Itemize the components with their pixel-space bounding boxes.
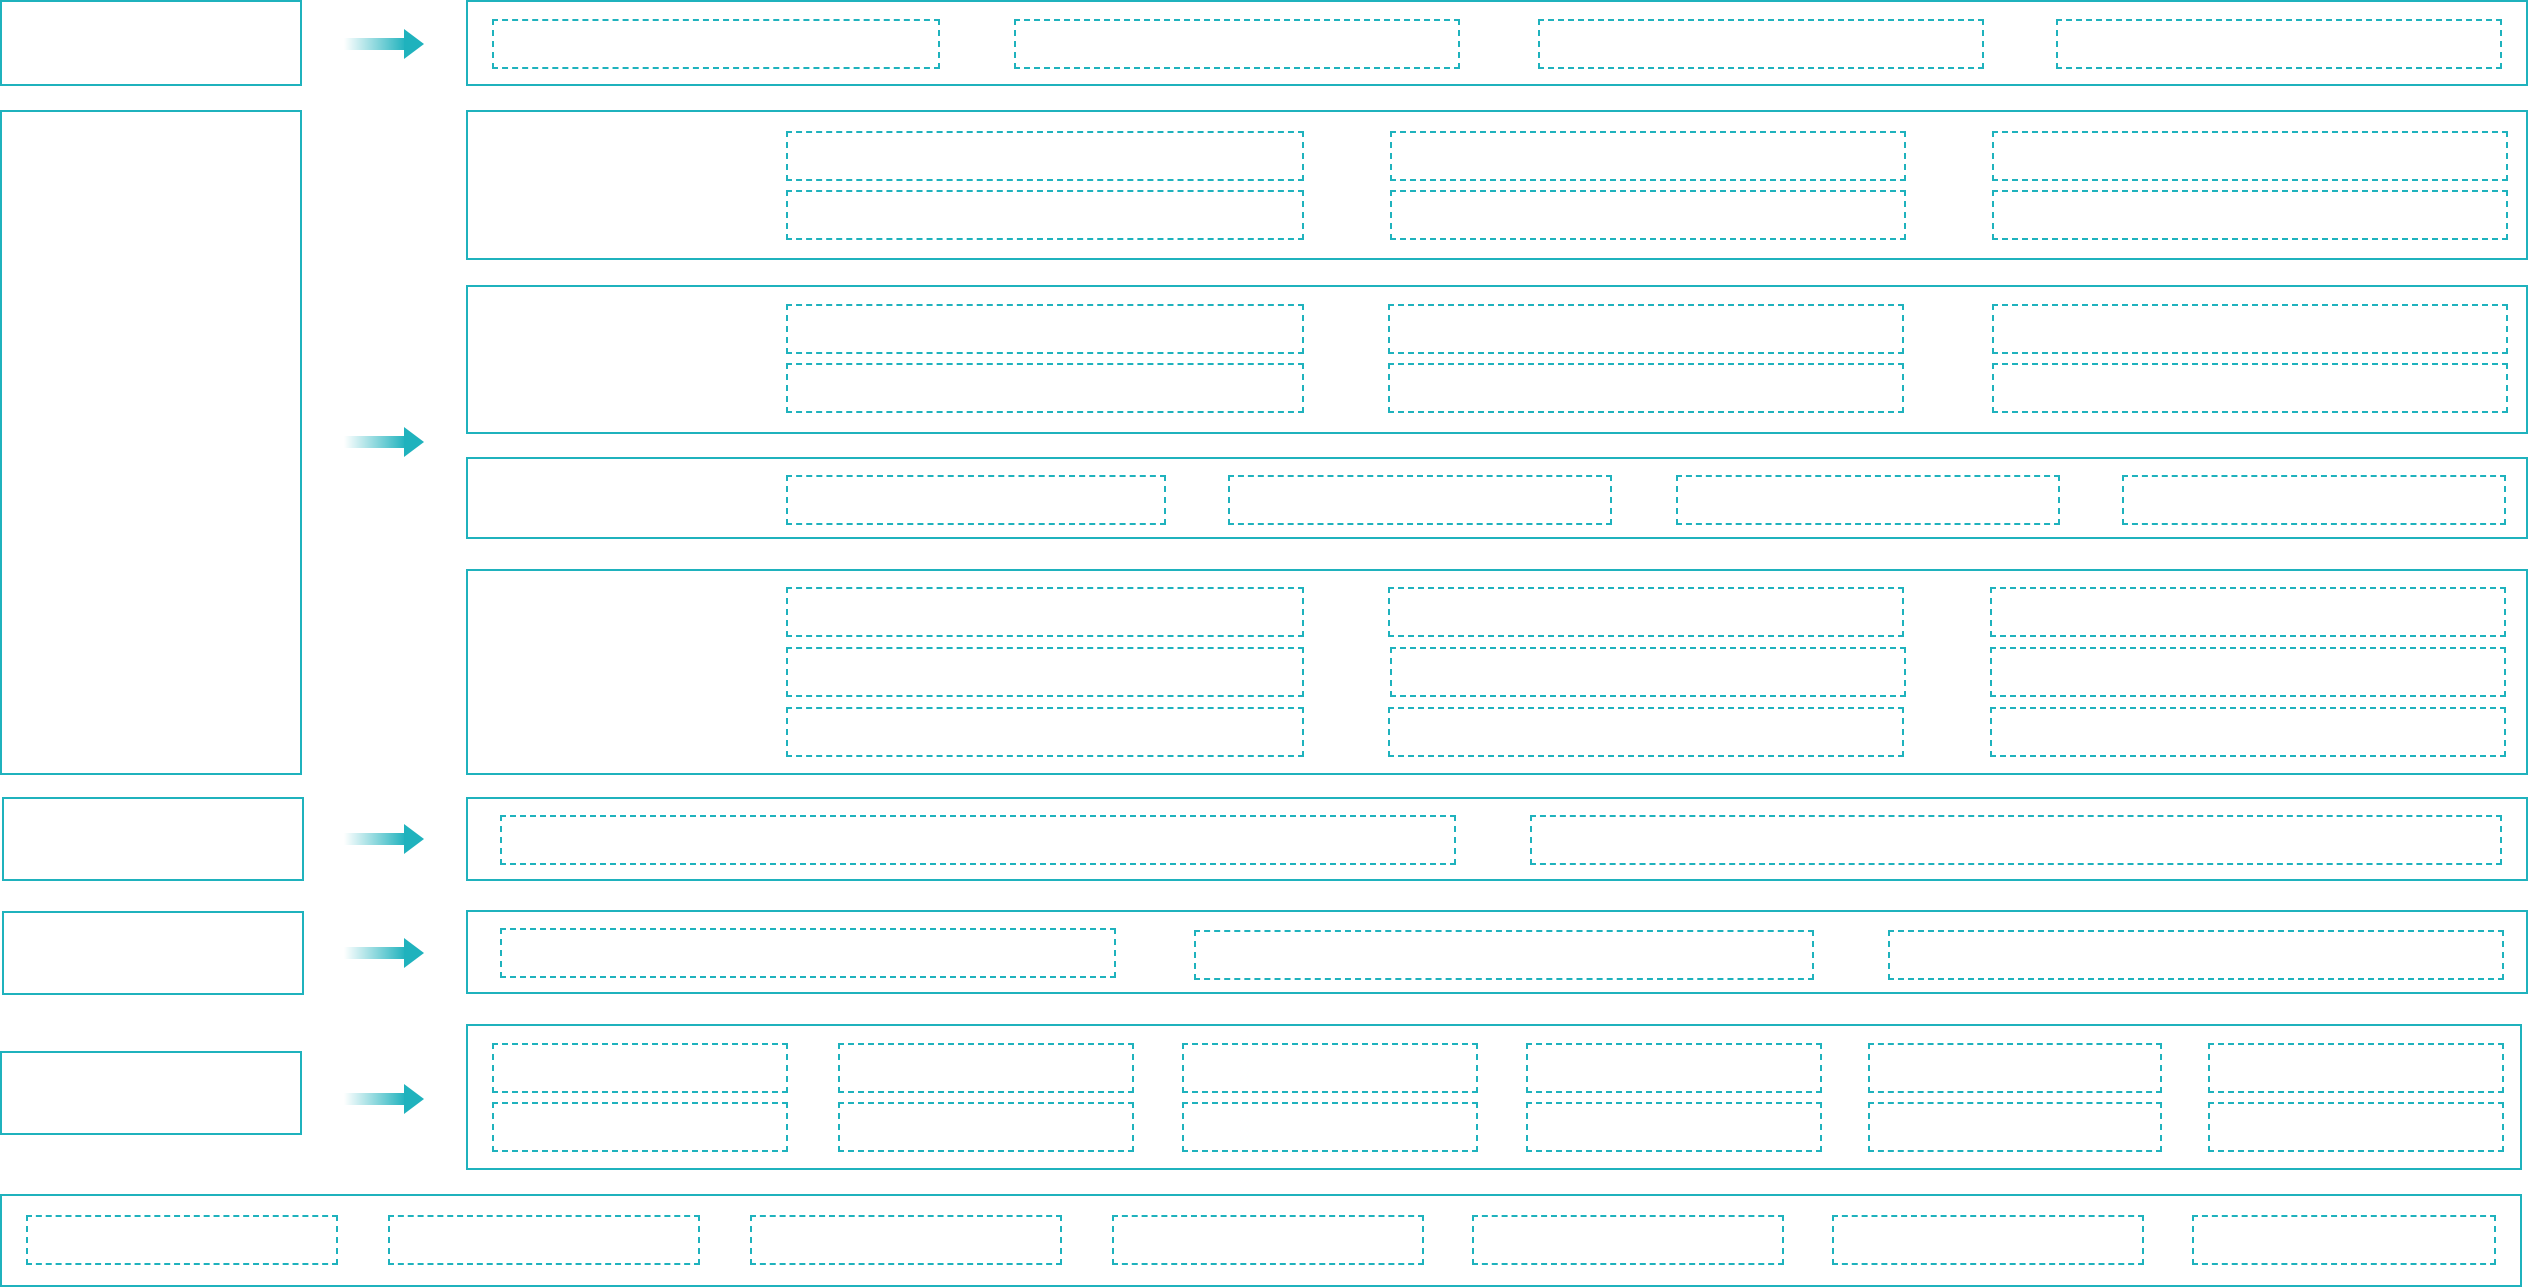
footer-slot xyxy=(388,1215,700,1265)
row2-group-b xyxy=(466,285,2528,434)
row5-slot xyxy=(1182,1102,1478,1152)
row2b-slot xyxy=(786,304,1304,354)
footer-slot xyxy=(750,1215,1062,1265)
footer-slot xyxy=(2192,1215,2496,1265)
row2-group-d xyxy=(466,569,2528,775)
row1-slot xyxy=(2056,19,2502,69)
row5-source-box xyxy=(0,1051,302,1135)
row1-slot xyxy=(492,19,940,69)
row2b-slot xyxy=(1992,304,2508,354)
row4-slot xyxy=(500,928,1116,978)
row2c-slot xyxy=(1228,475,1612,525)
row2c-slot xyxy=(786,475,1166,525)
row4-slot xyxy=(1194,930,1814,980)
row1-target-box xyxy=(466,0,2528,86)
row5-slot xyxy=(1526,1043,1822,1093)
row5-slot xyxy=(492,1043,788,1093)
row1-source-box xyxy=(0,0,302,86)
row2-group-c xyxy=(466,457,2528,539)
row5-slot xyxy=(1868,1043,2162,1093)
row2d-slot xyxy=(1990,707,2506,757)
footer-box xyxy=(0,1194,2522,1287)
footer-slot xyxy=(1112,1215,1424,1265)
row2a-slot xyxy=(786,190,1304,240)
row5-arrow-icon xyxy=(344,1084,424,1114)
row3-target-box xyxy=(466,797,2528,881)
row4-source-box xyxy=(2,911,304,995)
row3-arrow-icon xyxy=(344,824,424,854)
row2d-slot xyxy=(1990,587,2506,637)
row2d-slot xyxy=(786,587,1304,637)
row1-slot xyxy=(1014,19,1460,69)
footer-slot xyxy=(26,1215,338,1265)
footer-slot xyxy=(1832,1215,2144,1265)
row2d-slot xyxy=(786,707,1304,757)
row2b-slot xyxy=(1388,304,1904,354)
row2d-slot xyxy=(1388,707,1904,757)
row5-slot xyxy=(838,1043,1134,1093)
row4-arrow-icon xyxy=(344,938,424,968)
row2d-slot xyxy=(786,647,1304,697)
row2-source-box xyxy=(0,110,302,775)
row5-slot xyxy=(2208,1043,2504,1093)
row5-slot xyxy=(1182,1043,1478,1093)
row2-arrow-icon xyxy=(344,427,424,457)
row5-slot xyxy=(1868,1102,2162,1152)
row3-slot xyxy=(1530,815,2502,865)
row1-slot xyxy=(1538,19,1984,69)
row5-slot xyxy=(1526,1102,1822,1152)
row2b-slot xyxy=(1388,363,1904,413)
row2a-slot xyxy=(1390,131,1906,181)
row3-source-box xyxy=(2,797,304,881)
row2-group-a xyxy=(466,110,2528,260)
row1-arrow-icon xyxy=(344,29,424,59)
row4-slot xyxy=(1888,930,2504,980)
row2d-slot xyxy=(1390,647,1906,697)
row2d-slot xyxy=(1990,647,2506,697)
row2b-slot xyxy=(786,363,1304,413)
row5-slot xyxy=(2208,1102,2504,1152)
row5-slot xyxy=(838,1102,1134,1152)
row2a-slot xyxy=(1992,190,2508,240)
row2c-slot xyxy=(1676,475,2060,525)
row5-target-box xyxy=(466,1024,2522,1170)
row4-target-box xyxy=(466,910,2528,994)
row3-slot xyxy=(500,815,1456,865)
row2a-slot xyxy=(786,131,1304,181)
row2d-slot xyxy=(1388,587,1904,637)
row5-slot xyxy=(492,1102,788,1152)
row2a-slot xyxy=(1992,131,2508,181)
row2a-slot xyxy=(1390,190,1906,240)
row2b-slot xyxy=(1992,363,2508,413)
footer-slot xyxy=(1472,1215,1784,1265)
row2c-slot xyxy=(2122,475,2506,525)
